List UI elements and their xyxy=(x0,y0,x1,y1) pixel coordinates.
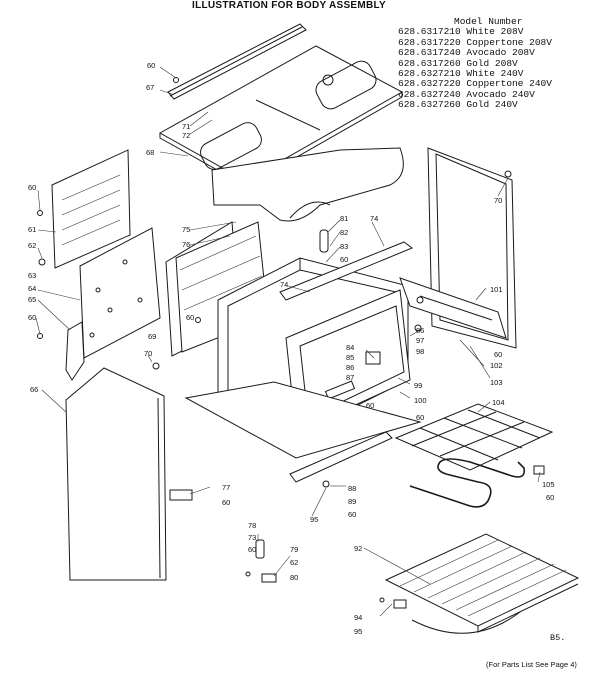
callout-label: 60 xyxy=(494,350,502,359)
callout-label: 60 xyxy=(546,493,554,502)
callout-label: 84 xyxy=(346,343,354,352)
lower-kick-trim xyxy=(289,431,393,483)
callout-label: 62 xyxy=(28,241,36,250)
callout-label: 83 xyxy=(340,242,348,251)
bake-element xyxy=(409,458,526,508)
callout-label: 89 xyxy=(348,497,356,506)
oven-bottom-panel xyxy=(184,381,422,459)
left-side-bracket xyxy=(65,321,85,381)
oven-body-shell xyxy=(211,147,404,222)
callout-label: 74 xyxy=(280,280,288,289)
callout-label: 87 xyxy=(346,373,354,382)
model-row: 628.6327220 Coppertone 240V xyxy=(398,78,552,90)
callout-label: 61 xyxy=(28,225,36,234)
callout-label: 102 xyxy=(490,361,503,370)
callout-label: 70 xyxy=(144,349,152,358)
callout-label: 78 xyxy=(248,521,256,530)
callout-label: 79 xyxy=(290,545,298,554)
callout-label: 75 xyxy=(182,225,190,234)
callout-label: 101 xyxy=(490,285,503,294)
callout-label: 95 xyxy=(310,515,318,524)
callout-label: 60 xyxy=(147,61,155,70)
callout-label: 60 xyxy=(340,255,348,264)
callout-label: 99 xyxy=(414,381,422,390)
oven-rack xyxy=(384,533,580,634)
cooktop-top-panel xyxy=(158,45,404,187)
top-hold-down-bracket xyxy=(279,241,414,301)
callout-label: 86 xyxy=(346,363,354,372)
model-row: 628.6327210 White 240V xyxy=(398,68,524,80)
callout-label: 97 xyxy=(416,336,424,345)
callout-leader-lines xyxy=(35,66,541,617)
callout-label: 66 xyxy=(30,385,38,394)
callout-label: 100 xyxy=(414,396,427,405)
callout-label: 104 xyxy=(492,398,505,407)
callout-label: 105 xyxy=(542,480,555,489)
page-title: ILLUSTRATION FOR BODY ASSEMBLY xyxy=(192,0,387,11)
callout-label: 85 xyxy=(346,353,354,362)
callout-label: 67 xyxy=(146,83,154,92)
callout-labels: 60 67 71 72 68 60 61 62 63 64 65 60 66 6… xyxy=(28,61,555,636)
callout-label: 69 xyxy=(148,332,156,341)
model-row: 628.6317240 Avocado 208V xyxy=(398,47,535,59)
callout-label: 81 xyxy=(340,214,348,223)
callout-label: 82 xyxy=(340,228,348,237)
model-row: 628.6317260 Gold 208V xyxy=(398,57,518,69)
model-row: 628.6327240 Avocado 240V xyxy=(398,88,535,100)
callout-label: 60 xyxy=(28,313,36,322)
parts-list-note: (For Parts List See Page 4) xyxy=(486,660,577,669)
callout-label: 62 xyxy=(290,558,298,567)
callout-label: 60 xyxy=(248,545,256,554)
callout-label: 95 xyxy=(354,627,362,636)
callout-label: 77 xyxy=(222,483,230,492)
model-row: 628.6327260 Gold 240V xyxy=(398,99,518,111)
callout-label: 71 xyxy=(182,122,190,131)
top-trim-strip xyxy=(167,23,307,100)
callout-label: 60 xyxy=(28,183,36,192)
callout-label: 68 xyxy=(146,148,154,157)
callout-label: 60 xyxy=(186,313,194,322)
left-side-insulation-panel xyxy=(51,149,131,269)
callout-label: 80 xyxy=(290,573,298,582)
callout-label: 60 xyxy=(366,401,374,410)
small-hardware-parts xyxy=(37,77,545,609)
model-row: 628.6317210 White 208V xyxy=(398,26,524,38)
callout-label: 76 xyxy=(182,240,190,249)
callout-label: 60 xyxy=(348,510,356,519)
callout-label: 65 xyxy=(28,295,36,304)
callout-label: 72 xyxy=(182,131,190,140)
callout-label: 92 xyxy=(354,544,362,553)
callout-label: 74 xyxy=(370,214,378,223)
callout-label: 88 xyxy=(348,484,356,493)
callout-label: 98 xyxy=(416,347,424,356)
callout-label: 94 xyxy=(354,613,362,622)
control-panel-strip xyxy=(399,277,507,339)
callout-label: 60 xyxy=(416,413,424,422)
callout-label: 103 xyxy=(490,378,503,387)
page-code: B5. xyxy=(550,633,566,643)
model-number-list: Model Number 628.6317210 White 208V 628.… xyxy=(398,16,552,111)
callout-label: 73 xyxy=(248,533,256,542)
callout-label: 64 xyxy=(28,284,36,293)
callout-label: 60 xyxy=(222,498,230,507)
callout-label: 70 xyxy=(494,196,502,205)
model-row: 628.6317220 Coppertone 208V xyxy=(398,36,552,48)
broil-element xyxy=(394,403,554,471)
model-number-header: Model Number xyxy=(454,16,523,27)
callout-label: 86 xyxy=(416,326,424,335)
callout-label: 63 xyxy=(28,271,36,280)
left-outer-side-panel xyxy=(65,367,167,581)
